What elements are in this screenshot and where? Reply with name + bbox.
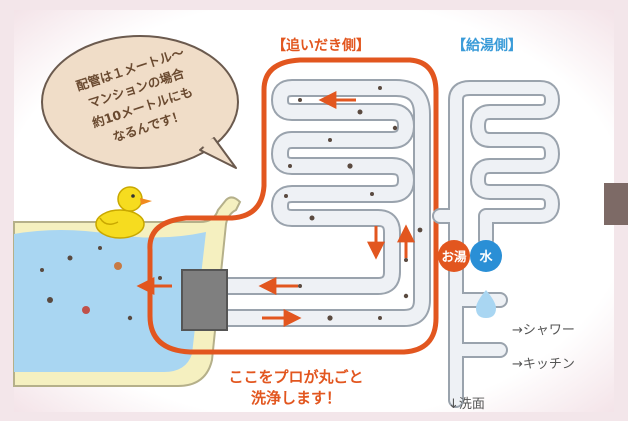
cleaning-highlight	[147, 57, 439, 355]
water-drop-icon	[476, 290, 496, 318]
heat-exchanger-icon	[181, 269, 228, 331]
duck-icon	[95, 186, 152, 239]
reheat-pipe	[216, 79, 431, 327]
outlet-kitchen: →キッチン	[512, 357, 575, 372]
outlet-washbasin: ↓洗面	[448, 397, 485, 412]
hot-water-badge: お湯	[438, 240, 470, 272]
cold-water-label: 水	[479, 249, 493, 265]
supply-pipe	[432, 80, 560, 408]
outlet-shower: →シャワー	[512, 323, 575, 338]
bacteria-icon	[82, 306, 90, 314]
bacteria-icon	[114, 262, 122, 270]
hot-water-label: お湯	[441, 249, 467, 264]
cold-water-badge: 水	[470, 240, 502, 272]
unit-edge	[604, 183, 628, 225]
pipe-debris	[284, 86, 423, 321]
speech-bubble-icon	[41, 35, 239, 169]
caption-line-1: ここをプロが丸ごと	[228, 368, 363, 386]
flow-arrows	[136, 91, 415, 327]
header-supply-side: 【給湯側】	[452, 37, 522, 54]
caption-line-2: 洗浄します！	[251, 389, 341, 407]
header-reheat-side: 【追いだき側】	[272, 37, 370, 54]
